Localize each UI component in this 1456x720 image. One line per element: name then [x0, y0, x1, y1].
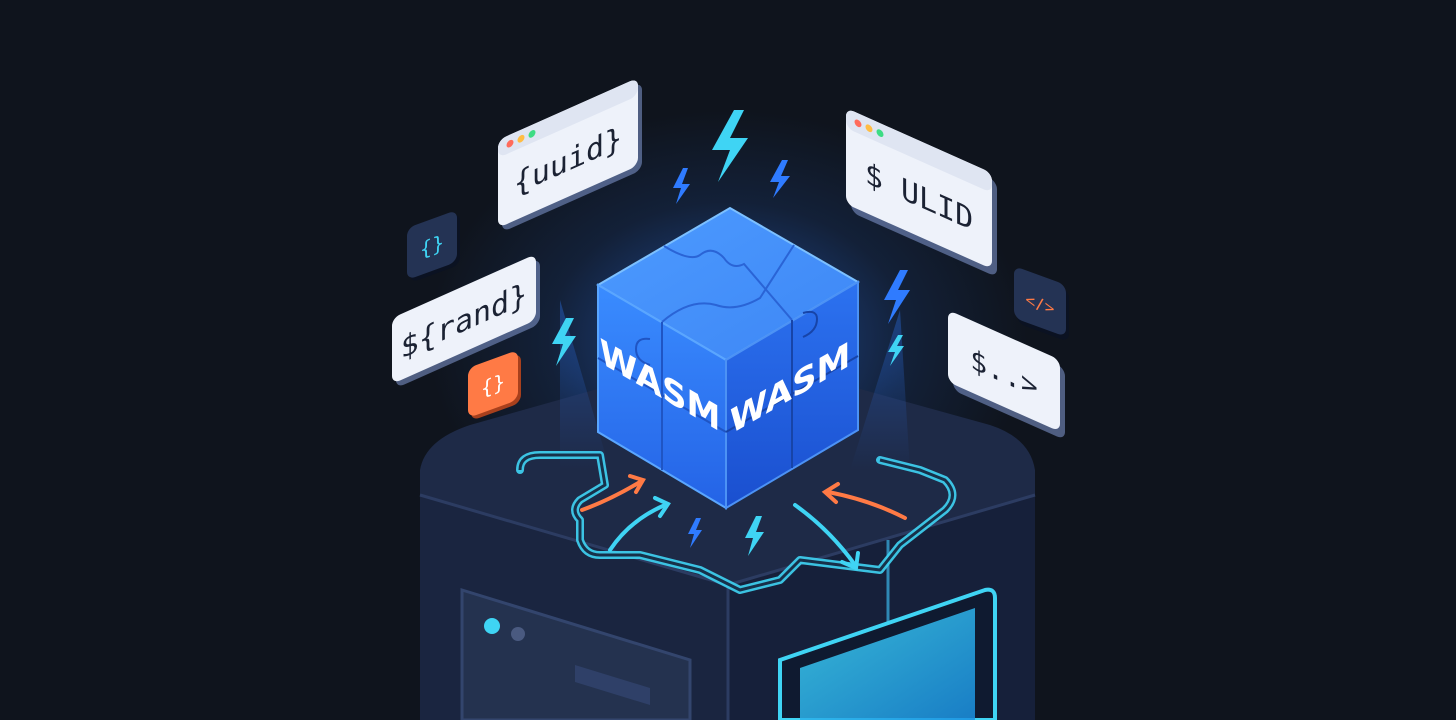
ulid-card: $ ULID	[846, 110, 997, 275]
server-panel-left	[460, 587, 692, 720]
lightning-bolt-icon	[770, 160, 790, 198]
lightning-bolt-icon	[745, 516, 764, 556]
arrow-icon	[793, 503, 857, 567]
lightning-bolt-icon	[688, 518, 702, 548]
server-screen-right	[778, 587, 997, 720]
code-tag-chip: </>	[1014, 268, 1069, 340]
arrow-icon	[580, 480, 642, 512]
data-flow-arrows	[580, 474, 907, 571]
prompt-card: $..>	[948, 312, 1065, 438]
lightning-bolt-icon	[884, 270, 910, 324]
braces-chip-orange: {}	[468, 352, 521, 419]
window-dots-icon	[506, 130, 536, 148]
status-light-cyan	[484, 618, 500, 634]
wasm-cube: WASM WASM	[596, 206, 860, 510]
rand-card: ${rand}	[392, 256, 540, 386]
arrow-icon	[826, 490, 907, 520]
lightning-bolt-icon	[712, 110, 748, 182]
status-light-dim	[511, 627, 525, 641]
braces-chip-blue: {}	[407, 212, 460, 281]
lightning-bolt-icon	[673, 168, 690, 204]
window-dots-icon	[854, 119, 884, 137]
lightning-bolts	[552, 110, 910, 556]
lightning-bolt-icon	[888, 335, 904, 366]
arrow-icon	[608, 503, 667, 552]
lightning-bolt-icon	[552, 318, 576, 366]
